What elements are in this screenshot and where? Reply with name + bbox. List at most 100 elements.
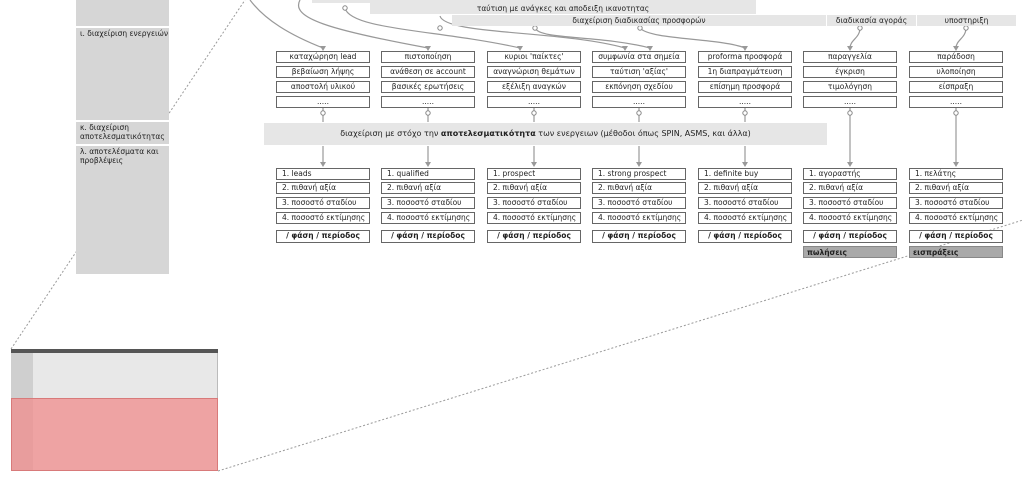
connector-node — [437, 25, 443, 31]
metric-cell: 4. ποσοστό εκτίμησης — [698, 212, 792, 224]
action-cell: εκπόνηση σχεδίου — [592, 81, 686, 93]
overview-thumbnail-header — [11, 349, 218, 353]
arrow-down-icon — [320, 162, 326, 167]
action-cell: αποστολή υλικού — [276, 81, 370, 93]
arrow-down-icon — [622, 46, 628, 51]
metric-cell: 3. ποσοστό σταδίου — [381, 197, 475, 209]
curved-connector — [344, 7, 521, 49]
curved-connector — [955, 27, 967, 49]
metric-cell: 3. ποσοστό σταδίου — [909, 197, 1003, 209]
arrow-down-icon — [742, 162, 748, 167]
action-cell: επίσημη προσφορά — [698, 81, 792, 93]
stage-cell: 1. qualified — [381, 168, 475, 180]
banner-purchase: διαδικασία αγοράς — [827, 15, 916, 26]
curved-connector — [849, 27, 861, 49]
arrow-down-icon — [517, 46, 523, 51]
sidebar-separator — [76, 26, 169, 28]
metric-cell: 2. πιθανή αξία — [592, 182, 686, 194]
banner-top-strip — [312, 0, 756, 3]
arrow-down-icon — [647, 46, 653, 51]
action-cell: πιστοποίηση — [381, 51, 475, 63]
sidebar-separator — [76, 144, 169, 146]
metric-cell: 4. ποσοστό εκτίμησης — [909, 212, 1003, 224]
sidebar-label-effectiveness: κ. διαχείριση αποτελεσματικότητας — [80, 123, 165, 141]
connector-node — [847, 110, 853, 116]
sidebar — [76, 0, 169, 274]
curved-connector — [439, 15, 626, 49]
action-cell: ..... — [592, 96, 686, 108]
banner-offers: διαχείριση διαδικασίας προσφορών — [452, 15, 826, 26]
arrow-down-icon — [636, 162, 642, 167]
effectiveness-text-pre: διαχείριση με στόχο την — [340, 129, 441, 138]
action-cell: βασικές ερωτήσεις — [381, 81, 475, 93]
action-cell: ανάθεση σε account — [381, 66, 475, 78]
period-cell: / φάση / περίοδος — [698, 230, 792, 243]
action-cell: κυριοι 'παίκτες' — [487, 51, 581, 63]
action-cell: είσπραξη — [909, 81, 1003, 93]
connector-node — [953, 110, 959, 116]
sidebar-separator — [76, 120, 169, 122]
connector-node — [742, 110, 748, 116]
total-collections-cell: εισπράξεις — [909, 246, 1003, 258]
action-cell: έγκριση — [803, 66, 897, 78]
arrow-down-icon — [847, 46, 853, 51]
arrow-down-icon — [531, 162, 537, 167]
stage-cell: 1. strong prospect — [592, 168, 686, 180]
arrow-down-icon — [425, 162, 431, 167]
connector-node — [636, 110, 642, 116]
metric-cell: 3. ποσοστό σταδίου — [487, 197, 581, 209]
curved-connector — [534, 27, 651, 49]
effectiveness-text-bold: αποτελεσματικότητα — [440, 129, 536, 138]
action-cell: ..... — [276, 96, 370, 108]
connector-node — [963, 25, 969, 31]
stage-cell: 1. leads — [276, 168, 370, 180]
action-cell: τιμολόγηση — [803, 81, 897, 93]
stage-cell: 1. definite buy — [698, 168, 792, 180]
arrow-down-icon — [320, 46, 326, 51]
action-cell: 1η διαπραγμάτευση — [698, 66, 792, 78]
curved-connector — [249, 0, 324, 49]
metric-cell: 3. ποσοστό σταδίου — [698, 197, 792, 209]
period-cell: / φάση / περίοδος — [803, 230, 897, 243]
connector-node — [532, 25, 538, 31]
metric-cell: 2. πιθανή αξία — [698, 182, 792, 194]
connector-node — [342, 5, 348, 11]
stage-cell: 1. prospect — [487, 168, 581, 180]
connector-node — [531, 110, 537, 116]
action-cell: ..... — [909, 96, 1003, 108]
metric-cell: 2. πιθανή αξία — [381, 182, 475, 194]
arrow-down-icon — [742, 46, 748, 51]
metric-cell: 2. πιθανή αξία — [487, 182, 581, 194]
metric-cell: 3. ποσοστό σταδίου — [803, 197, 897, 209]
metric-cell: 3. ποσοστό σταδίου — [592, 197, 686, 209]
action-cell: υλοποίηση — [909, 66, 1003, 78]
arrow-down-icon — [953, 46, 959, 51]
metric-cell: 2. πιθανή αξία — [276, 182, 370, 194]
arrow-down-icon — [847, 162, 853, 167]
sidebar-label-actions: ι. διαχείριση ενεργειών — [80, 29, 169, 38]
action-cell: ..... — [803, 96, 897, 108]
action-cell: ..... — [698, 96, 792, 108]
metric-cell: 4. ποσοστό εκτίμησης — [803, 212, 897, 224]
overview-viewport-highlight[interactable] — [11, 398, 218, 471]
arrow-down-icon — [953, 162, 959, 167]
metric-cell: 2. πιθανή αξία — [909, 182, 1003, 194]
action-cell: ..... — [381, 96, 475, 108]
action-cell: βεβαίωση λήψης — [276, 66, 370, 78]
sidebar-label-results: λ. αποτελέσματα και προβλέψεις — [80, 147, 159, 165]
period-cell: / φάση / περίοδος — [487, 230, 581, 243]
metric-cell: 4. ποσοστό εκτίμησης — [276, 212, 370, 224]
banner-needs: ταύτιση με ανάγκες και αποδειξη ικανοτητ… — [370, 3, 756, 14]
curved-connector — [639, 27, 746, 49]
total-sales-cell: πωλήσεις — [803, 246, 897, 258]
stage-cell: 1. αγοραστής — [803, 168, 897, 180]
action-cell: αναγνώριση θεμάτων — [487, 66, 581, 78]
metric-cell: 4. ποσοστό εκτίμησης — [592, 212, 686, 224]
metric-cell: 2. πιθανή αξία — [803, 182, 897, 194]
metric-cell: 4. ποσοστό εκτίμησης — [487, 212, 581, 224]
metric-cell: 4. ποσοστό εκτίμησης — [381, 212, 475, 224]
action-cell: ταύτιση 'αξίας' — [592, 66, 686, 78]
banner-support: υποστηριξη — [917, 15, 1016, 26]
zoom-projection-lines — [10, 0, 1023, 472]
action-cell: ..... — [487, 96, 581, 108]
